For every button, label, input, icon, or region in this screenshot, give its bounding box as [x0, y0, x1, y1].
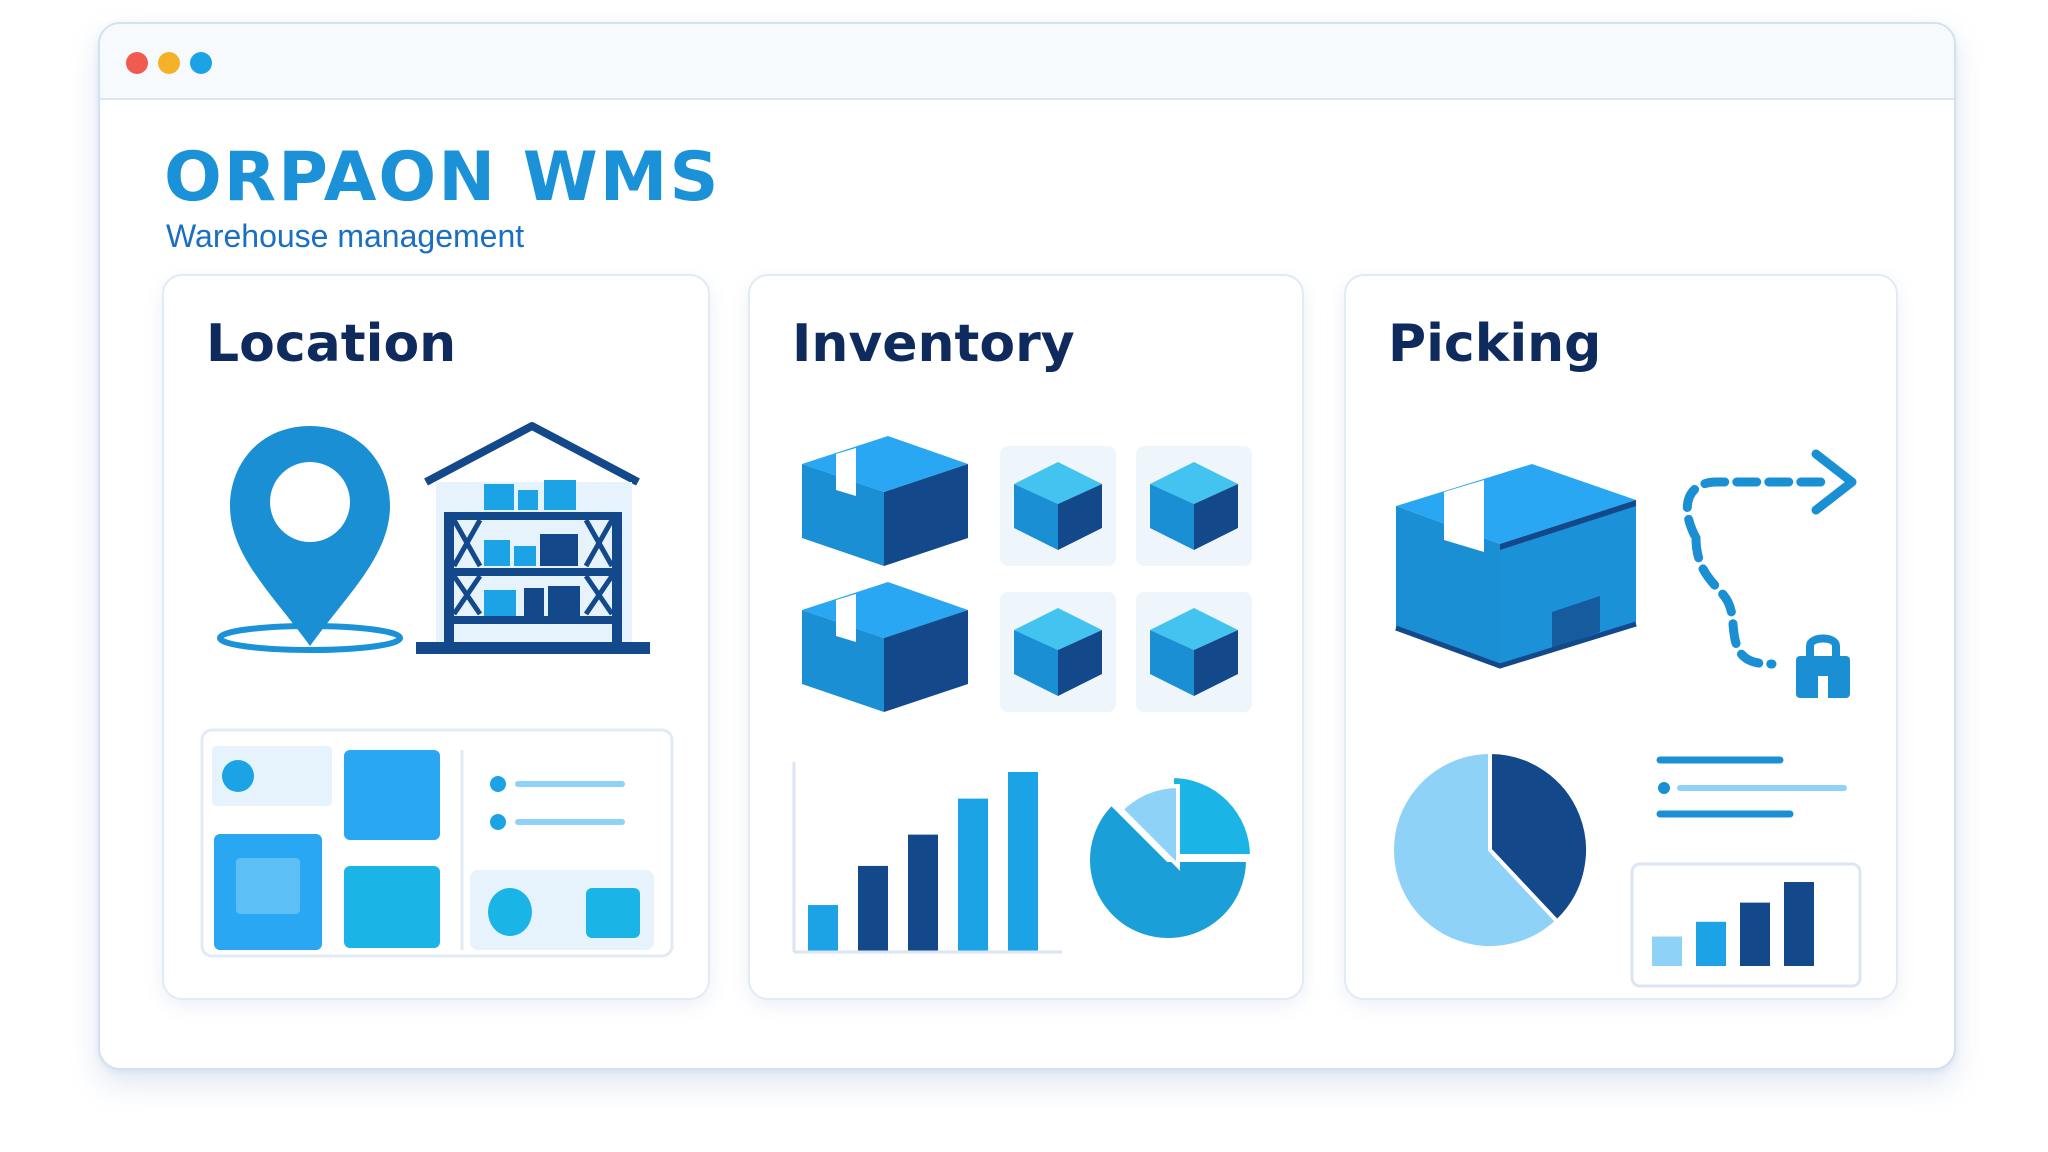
- package-icon: [1395, 464, 1637, 669]
- warehouse-icon: [416, 422, 650, 654]
- inventory-bar-chart: [792, 762, 1062, 954]
- inventory-bar: [858, 865, 888, 952]
- app-title: ORPAON WMS: [164, 138, 721, 217]
- app-subtitle: Warehouse management: [166, 218, 525, 254]
- box-icon: [802, 582, 968, 712]
- picking-pie-chart: [1390, 749, 1591, 950]
- inventory-card-title: Inventory: [792, 314, 1075, 374]
- box-icon: [802, 436, 968, 566]
- inventory-pie-slice: [1118, 783, 1180, 871]
- picking-bar: [1696, 921, 1726, 966]
- map-pin-icon: [217, 426, 403, 653]
- inventory-bar: [958, 798, 988, 952]
- cube-icon: [1136, 446, 1252, 566]
- picking-bar: [1784, 882, 1814, 966]
- picking-pie-slice: [1488, 749, 1591, 925]
- location-card[interactable]: Location: [162, 274, 710, 1000]
- inventory-bar: [908, 834, 938, 952]
- picking-bar: [1740, 902, 1770, 966]
- title-bar: [100, 24, 1954, 100]
- cube-icon: [1000, 592, 1116, 712]
- window-zoom-button[interactable]: [190, 52, 212, 74]
- list-lines-icon: [1656, 756, 1847, 818]
- picking-bar-chart: [1630, 862, 1862, 988]
- app-window: ORPAON WMS Warehouse management Location: [98, 22, 1956, 1070]
- inventory-pie-chart: [1086, 773, 1255, 942]
- inventory-card[interactable]: Inventory: [748, 274, 1304, 1000]
- inventory-pie-slice: [1170, 773, 1255, 858]
- shopping-bag-icon: [1796, 634, 1850, 698]
- inventory-pie-slice: [1086, 800, 1251, 942]
- picking-pie-slice: [1390, 749, 1560, 950]
- window-close-button[interactable]: [126, 52, 148, 74]
- picking-bar: [1652, 936, 1682, 966]
- route-arrow-icon: [1682, 449, 1857, 538]
- cube-icon: [1000, 446, 1116, 566]
- picking-card[interactable]: Picking: [1344, 274, 1898, 1000]
- window-minimize-button[interactable]: [158, 52, 180, 74]
- route-path-icon: [1691, 536, 1777, 669]
- location-card-title: Location: [206, 314, 457, 374]
- inventory-bar: [808, 905, 838, 952]
- picking-card-title: Picking: [1388, 314, 1602, 374]
- cube-icon: [1136, 592, 1252, 712]
- inventory-bar: [1008, 772, 1038, 952]
- layout-grid-icon: [200, 728, 674, 958]
